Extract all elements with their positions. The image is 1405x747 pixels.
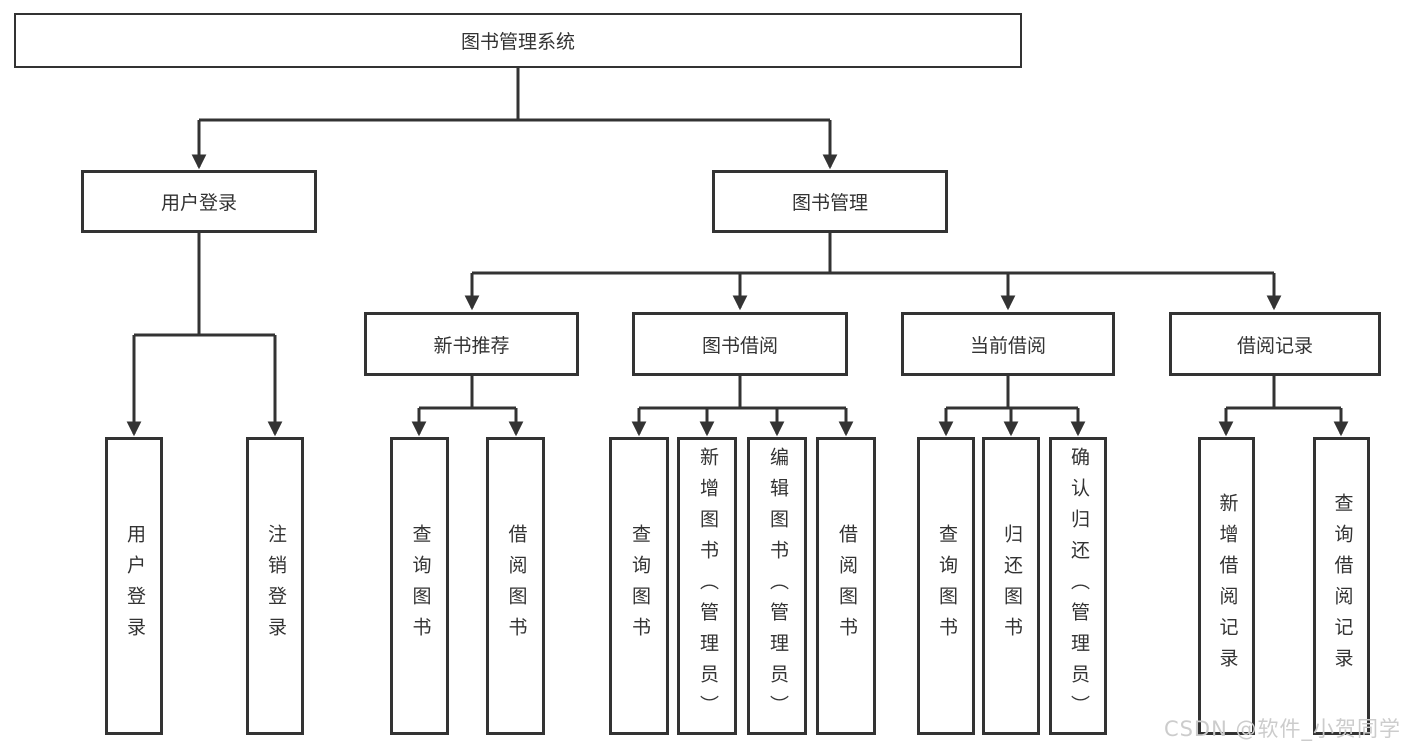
leaf-user-login: 用户登录 <box>105 437 163 735</box>
leaf-label: 借阅图书 <box>505 524 528 648</box>
leaf-bb-edit-books-admin: 编辑图书（管理员） <box>747 437 807 735</box>
leaf-label: 查询图书 <box>628 524 651 648</box>
node-book-management: 图书管理 <box>712 170 948 233</box>
connector-trunks <box>134 68 1341 410</box>
leaf-label: 确认归还（管理员） <box>1067 446 1090 726</box>
leaf-bb-add-books-admin: 新增图书（管理员） <box>677 437 737 735</box>
connector-arrows <box>126 120 1349 437</box>
leaf-label: 查询图书 <box>409 524 432 648</box>
node-label: 新书推荐 <box>433 334 510 357</box>
leaf-bb-borrow-books: 借阅图书 <box>816 437 876 735</box>
node-new-book-recommend: 新书推荐 <box>364 312 579 376</box>
node-label: 图书借阅 <box>701 334 778 357</box>
node-label: 图书管理系统 <box>460 31 575 53</box>
leaf-cb-confirm-return-admin: 确认归还（管理员） <box>1049 437 1107 735</box>
leaf-label: 新增借阅记录 <box>1216 493 1239 679</box>
leaf-nb-query-books: 查询图书 <box>390 437 449 735</box>
node-current-borrow: 当前借阅 <box>901 312 1115 376</box>
leaf-label: 注销登录 <box>264 524 287 648</box>
leaf-cb-query-books: 查询图书 <box>917 437 975 735</box>
leaf-logout: 注销登录 <box>246 437 304 735</box>
leaf-br-add-record: 新增借阅记录 <box>1198 437 1255 735</box>
leaf-br-query-record: 查询借阅记录 <box>1313 437 1370 735</box>
leaf-label: 用户登录 <box>123 524 146 648</box>
node-label: 借阅记录 <box>1236 334 1313 357</box>
csdn-watermark: CSDN @软件_小贺同学 <box>1163 717 1401 741</box>
leaf-label: 新增图书（管理员） <box>696 446 719 726</box>
leaf-bb-query-books: 查询图书 <box>609 437 669 735</box>
node-borrow-records: 借阅记录 <box>1169 312 1381 376</box>
leaf-label: 查询借阅记录 <box>1331 493 1354 679</box>
leaf-cb-return-books: 归还图书 <box>982 437 1040 735</box>
node-book-borrow: 图书借阅 <box>632 312 848 376</box>
node-library-system: 图书管理系统 <box>14 13 1022 68</box>
leaf-label: 归还图书 <box>1000 524 1023 648</box>
leaf-label: 查询图书 <box>935 524 958 648</box>
node-label: 图书管理 <box>791 192 868 214</box>
node-user-login: 用户登录 <box>81 170 317 233</box>
leaf-label: 编辑图书（管理员） <box>766 446 789 726</box>
leaf-label: 借阅图书 <box>835 524 858 648</box>
leaf-nb-borrow-books: 借阅图书 <box>486 437 545 735</box>
node-label: 当前借阅 <box>969 334 1046 357</box>
node-label: 用户登录 <box>160 192 237 214</box>
